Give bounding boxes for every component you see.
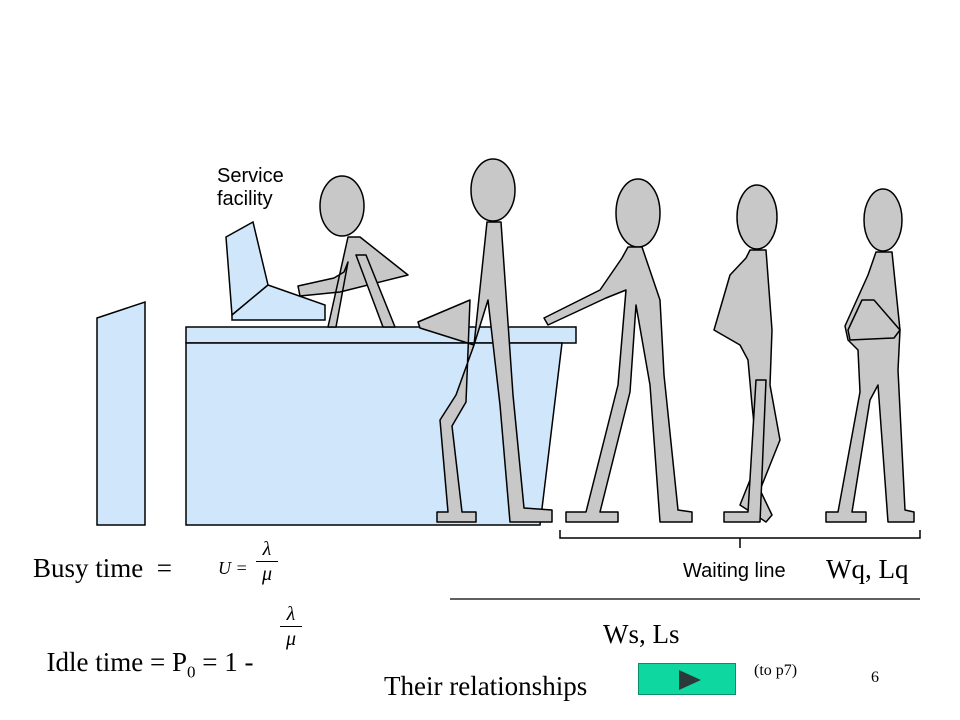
customer-3-head (736, 184, 778, 250)
idle-time-fraction: λ μ (280, 603, 302, 650)
idle-time-rest: = 1 - (195, 647, 261, 677)
service-label-line2: facility (217, 188, 273, 210)
idle-time-subscript: 0 (186, 662, 196, 682)
server-person (297, 175, 409, 328)
customer-person-2 (543, 178, 693, 523)
customer-person-1 (417, 158, 553, 523)
page-number: 6 (871, 669, 879, 686)
desk-front (185, 342, 563, 526)
next-slide-button[interactable] (638, 663, 736, 695)
busy-time-label: Busy time = (33, 553, 172, 583)
customer-3-leg (723, 379, 767, 523)
idle-numerator-lambda: λ (286, 603, 296, 625)
idle-time-label: Idle time = P0 = 1 - (33, 622, 261, 682)
idle-fraction-bar (280, 626, 302, 628)
busy-numerator-lambda: λ (262, 538, 272, 560)
customer-2-head (615, 178, 661, 248)
customer-4-arm (847, 299, 901, 341)
customer-1-head (470, 158, 516, 222)
waiting-line-label: Waiting line (683, 560, 786, 582)
server-head (319, 175, 365, 237)
customer-person-3 (713, 184, 781, 523)
idle-time-text: Idle time = P (46, 647, 187, 677)
busy-time-fraction: λ μ (256, 538, 278, 585)
service-facility-label: Service facility (217, 165, 284, 211)
server-arm-right (355, 254, 396, 328)
customer-3-body (713, 249, 781, 523)
idle-denominator-mu: μ (285, 628, 297, 651)
relationships-label: Their relationships (384, 671, 588, 701)
server-body (297, 236, 409, 328)
busy-time-lhs: U = (218, 558, 248, 578)
customer-4-body (825, 251, 915, 523)
wq-lq-label: Wq, Lq (826, 554, 909, 584)
service-label-line1: Service (217, 165, 284, 187)
busy-denominator-mu: μ (261, 563, 273, 586)
customer-1-body (417, 221, 553, 523)
computer-keyboard (231, 284, 326, 321)
ws-ls-label: Ws, Ls (603, 619, 680, 649)
waiting-line-bracket (559, 530, 921, 548)
customer-4-head (863, 188, 903, 252)
desk-top (185, 326, 577, 344)
customer-person-4 (825, 188, 915, 523)
link-note: (to p7) (754, 662, 798, 679)
customer-2-body (543, 246, 693, 523)
busy-fraction-bar (256, 561, 278, 563)
play-arrow-icon (679, 670, 701, 690)
side-panel (96, 300, 146, 526)
